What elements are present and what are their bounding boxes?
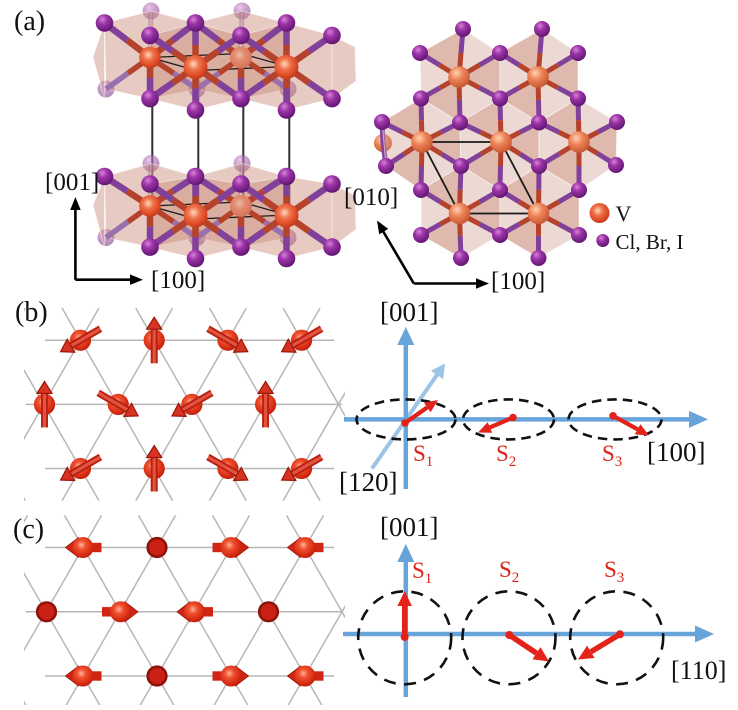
svg-text:[001]: [001]	[45, 169, 99, 196]
svg-text:[010]: [010]	[344, 184, 398, 211]
svg-text:Cl, Br, I: Cl, Br, I	[616, 230, 684, 254]
svg-text:V: V	[616, 201, 632, 226]
svg-text:(c): (c)	[13, 514, 44, 545]
svg-text:[110]: [110]	[671, 656, 726, 685]
svg-text:[100]: [100]	[151, 267, 205, 294]
svg-text:[120]: [120]	[339, 467, 397, 497]
svg-text:[100]: [100]	[491, 268, 545, 295]
svg-text:[001]: [001]	[380, 297, 438, 327]
svg-text:[001]: [001]	[380, 512, 438, 542]
svg-text:(b): (b)	[15, 297, 48, 328]
svg-text:(a): (a)	[14, 6, 45, 37]
svg-text:[100]: [100]	[647, 437, 705, 467]
